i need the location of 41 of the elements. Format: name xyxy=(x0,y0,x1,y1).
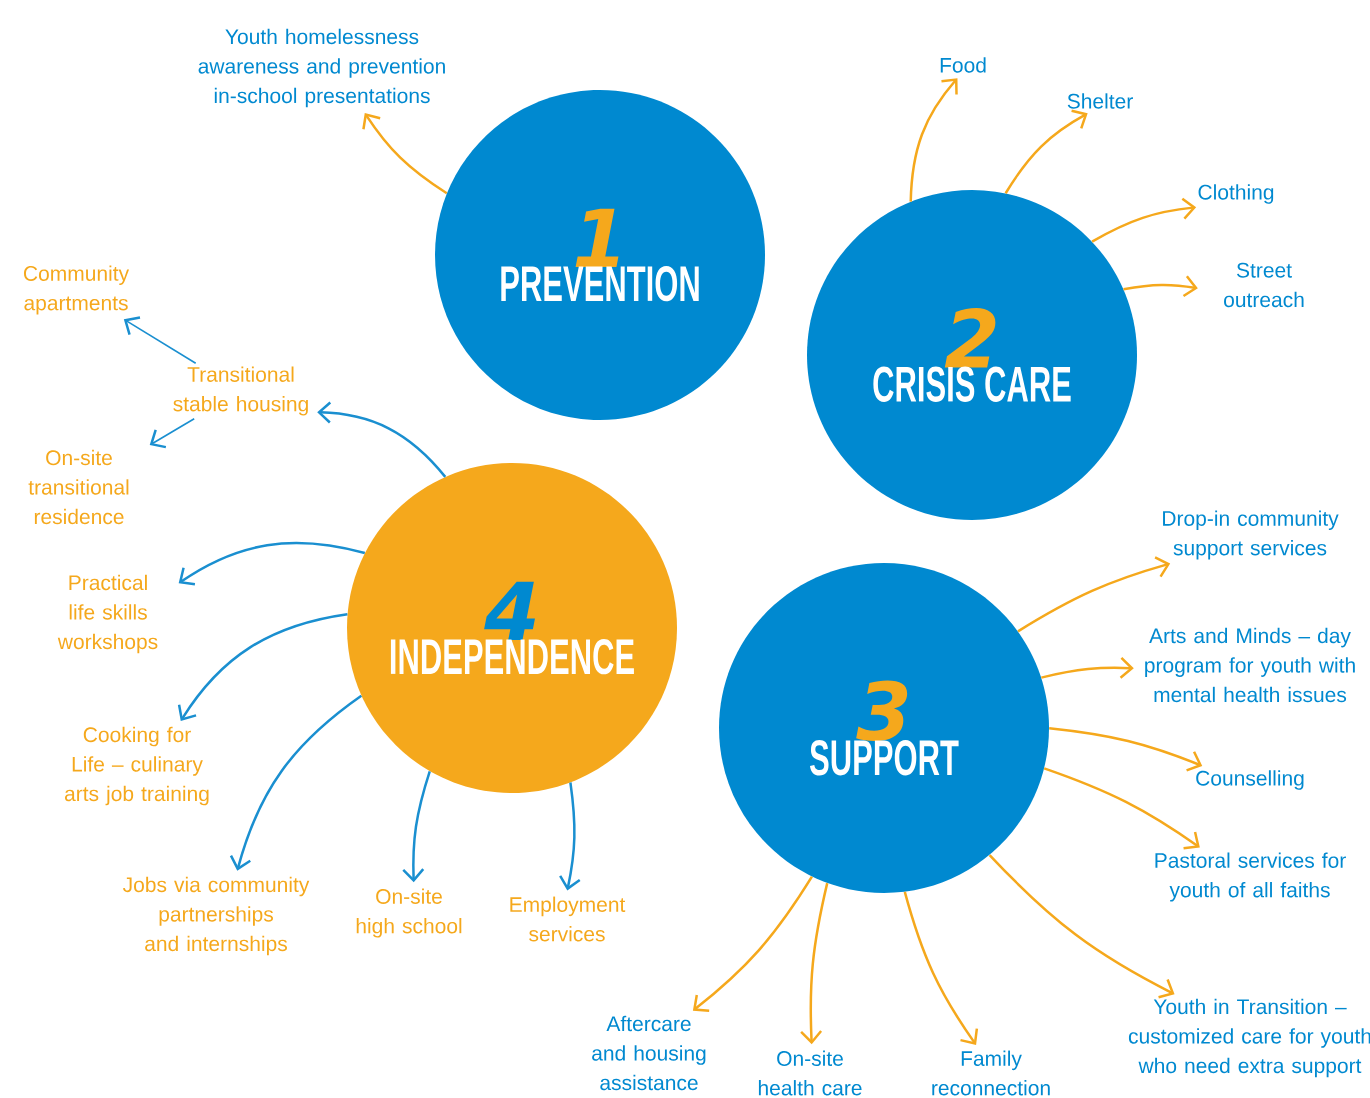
arrow xyxy=(800,882,829,1045)
arrow xyxy=(1123,275,1198,298)
arrow xyxy=(692,876,813,1012)
arrow xyxy=(402,770,431,883)
service-label: Family reconnection xyxy=(932,1050,1050,1096)
service-label: Street outreach xyxy=(1224,262,1304,308)
service-label: Clothing xyxy=(1198,184,1274,204)
arrow xyxy=(123,316,197,365)
arrow xyxy=(559,782,581,891)
arrow xyxy=(903,891,979,1045)
service-label: On-site health care xyxy=(758,1050,862,1096)
service-label: Arts and Minds – day program for youth with mental health issues xyxy=(1145,627,1355,703)
arrow xyxy=(1004,109,1088,194)
service-label: Practical life skills workshops xyxy=(57,574,158,654)
arrow xyxy=(1041,656,1134,679)
arrow xyxy=(362,113,448,195)
arrow xyxy=(177,612,348,721)
arrow xyxy=(988,854,1175,999)
service-label: Jobs via community partnerships and internships xyxy=(122,876,310,956)
service-label: On-site high school xyxy=(356,888,462,938)
service-label: Youth in Transition – customized care for youth who need extra support xyxy=(1128,998,1370,1078)
arrow xyxy=(1017,556,1171,633)
service-label: Counselling xyxy=(1196,770,1304,790)
service-label: Employment services xyxy=(510,896,626,942)
arrow xyxy=(149,417,195,449)
arrow xyxy=(229,694,363,871)
arrow xyxy=(1091,197,1197,243)
service-label: Cooking for Life – culinary arts job training xyxy=(64,726,209,806)
service-label: Food xyxy=(940,57,986,73)
service-label: Transitional stable housing xyxy=(173,366,308,416)
arrow xyxy=(1049,727,1203,772)
service-label: On-site transitional residence xyxy=(28,449,129,525)
service-label: Drop-in community support services xyxy=(1163,510,1339,560)
arrow xyxy=(317,401,447,478)
arrow xyxy=(909,78,958,202)
arrow xyxy=(1043,767,1200,850)
service-label: Shelter xyxy=(1067,93,1133,109)
service-label: Community apartments xyxy=(23,265,130,315)
service-label: Aftercare and housing assistance xyxy=(592,1015,706,1091)
arrow xyxy=(178,541,366,586)
service-label: Pastoral services for youth of all faiths xyxy=(1155,852,1346,902)
